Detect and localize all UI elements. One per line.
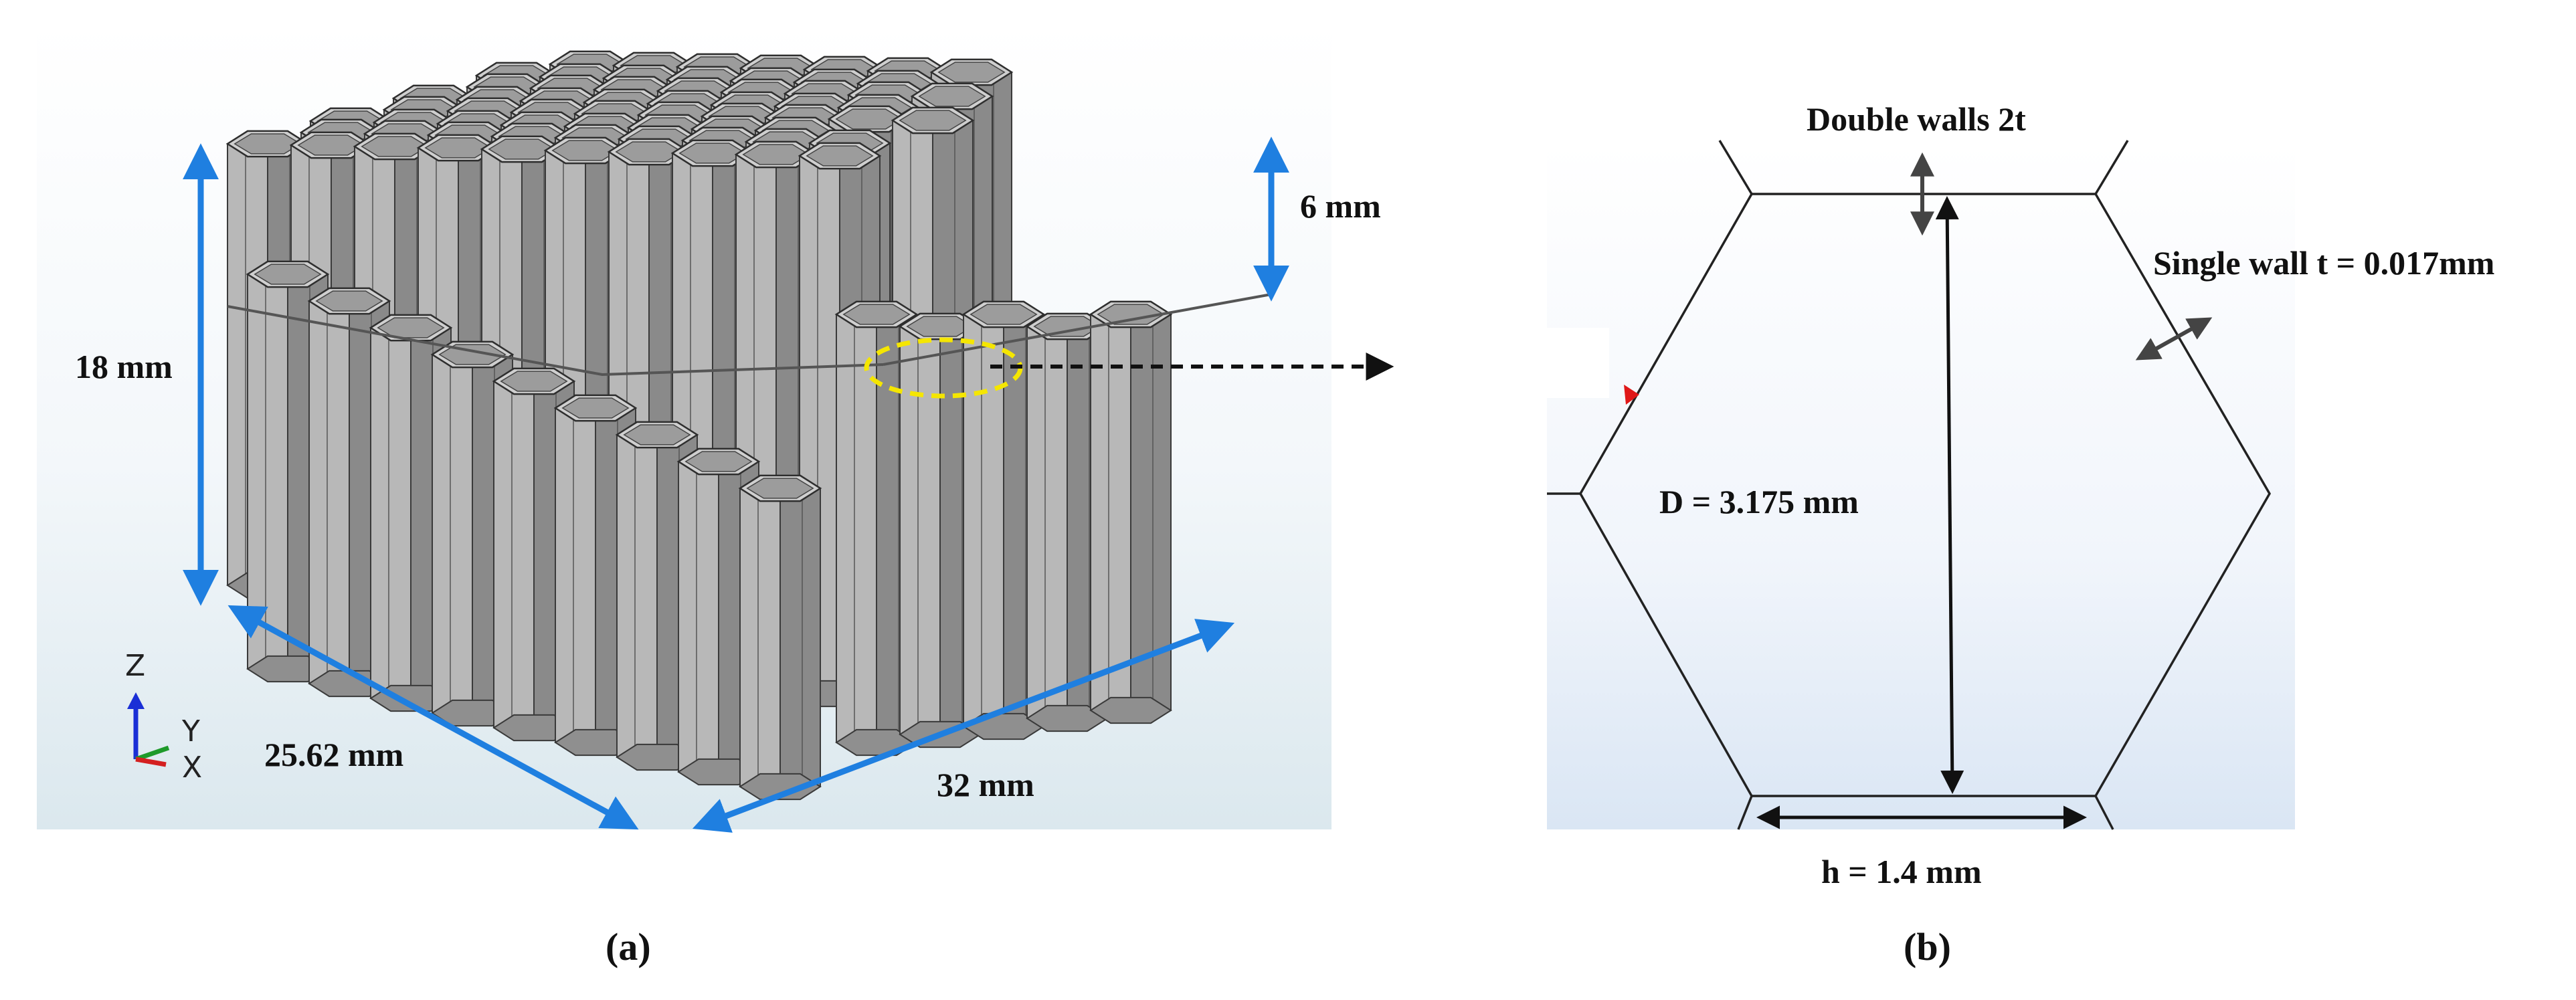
cell-step-face [899,326,941,735]
panel-a: Z Y X 18 mm 25.62 mm 32 mm 6 mm (a) [37,23,1394,969]
cell-back-top-inner [551,140,620,161]
triad-x-label: X [182,751,202,785]
single-wall-label: Single wall t = 0.017mm [2153,244,2494,282]
dim-width-label: 32 mm [937,766,1034,803]
cell-step-face [1026,326,1068,719]
cell-front-top-inner [561,397,630,419]
cell-front-face [370,327,411,699]
wall-stub [1718,140,1753,195]
cell-back-top-inner [615,141,683,163]
caption-a: (a) [606,925,651,969]
cell-front-face [779,488,821,787]
axis-triad: Z Y X [125,649,202,785]
dim-step-label: 6 mm [1300,187,1381,225]
panel-b-notch [1499,328,1609,398]
honeycomb-block [225,50,1272,801]
cell-front-face [555,407,596,743]
dim-depth-label: 25.62 mm [264,736,403,773]
cell-front-top-inner [500,371,568,392]
triad-z-arrowhead [127,692,145,709]
diameter-arrow [1935,196,1964,794]
cell-front-face [308,300,350,684]
cell-back-top-inner [835,108,903,130]
cell-front-top-inner [315,290,383,312]
panel-b-background [1547,144,2295,829]
cell-front-face [739,488,781,787]
dim-height-label: 18 mm [75,348,173,385]
layer-seam [227,305,884,377]
cell-back-top-inner [297,134,365,156]
cell-front-face [247,274,288,670]
cell-back-top-inner [806,145,874,167]
triad-y-label: Y [181,714,200,748]
cell-back-top-inner [899,110,967,131]
triad-y-axis [134,745,170,762]
cell-step-face [963,314,1004,727]
cell-back-top-inner [678,142,747,164]
cell-step-top-inner [1097,304,1165,325]
cell-back-top-inner [234,133,302,155]
cell-back-top-inner [742,144,810,165]
panel-b: Double walls 2t Single wall t = 0.017mm … [1499,100,2494,969]
cell-front-top-inner [377,317,445,338]
cell-back-top-inner [937,62,1006,83]
cell-front-face [432,354,473,714]
diameter-label: D = 3.175 mm [1659,483,1859,520]
cell-front-face [678,461,719,773]
double-walls-label: Double walls 2t [1807,100,2026,138]
cell-back-top-inner [424,137,492,159]
cell-front-face [616,434,658,758]
cell-back-top-inner [918,86,986,107]
wall-stub [1737,795,1753,830]
cell-front-top-inner [623,424,691,445]
cell-front-top-inner [254,264,322,285]
side-label: h = 1.4 mm [1821,853,1982,890]
cell-front-top-inner [746,478,814,499]
cell-step-face [1090,314,1131,711]
dim-width-arrow [692,619,1235,833]
wall-stub [2094,795,2114,830]
red-marker-icon [1624,385,1639,405]
triad-z-label: Z [125,649,145,683]
triad-x-axis [135,757,167,767]
cell-front-top-inner [684,451,753,472]
single-wall-arrow [2135,317,2213,361]
dim-depth-arrow [227,605,639,830]
cell-front-face [493,381,535,728]
cell-step-top-inner [1033,316,1101,337]
caption-b: (b) [1904,925,1951,969]
cell-back-top-inner [361,136,429,157]
layer-seam [883,293,1272,366]
wall-stub [2094,140,2129,195]
cell-step-top-inner [906,316,974,337]
cell-step-top-inner [970,304,1038,325]
cell-step-top-inner [842,304,911,325]
cell-back-top-inner [488,138,556,160]
cell-front-top-inner [438,344,507,365]
